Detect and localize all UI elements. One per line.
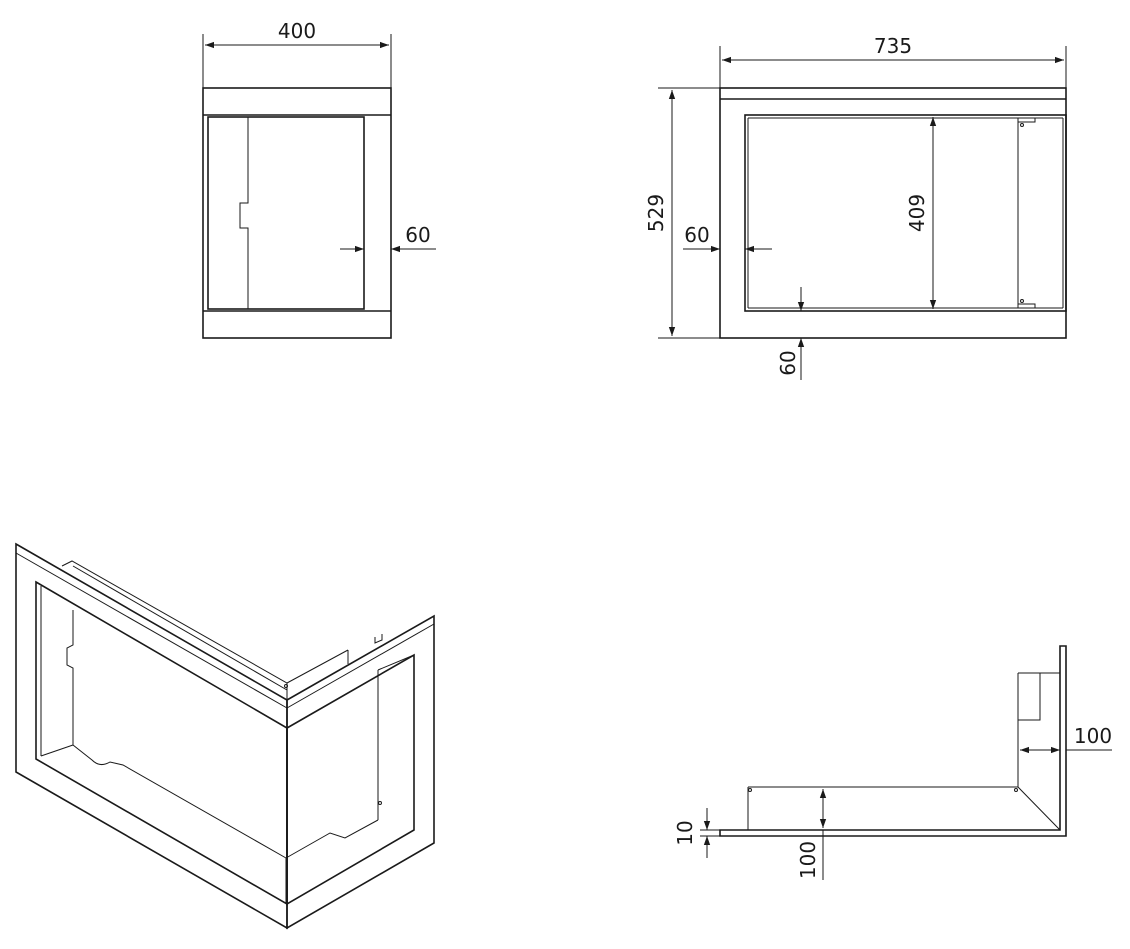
- side-view: 400 60: [202, 19, 436, 339]
- top-thickness-label: 10: [673, 820, 697, 845]
- top-depth-label: 100: [796, 841, 820, 879]
- front-opening-label: 409: [905, 194, 929, 232]
- front-view: 735 529 409 60 60: [644, 34, 1067, 380]
- top-side-depth-label: 100: [1074, 724, 1112, 748]
- front-bottom-frame-label: 60: [776, 350, 800, 375]
- isometric-view: [15, 542, 435, 930]
- front-left-frame-label: 60: [684, 223, 709, 247]
- side-frame-label: 60: [405, 223, 430, 247]
- side-width-label: 400: [278, 19, 316, 43]
- front-height-label: 529: [644, 194, 668, 232]
- front-width-label: 735: [874, 34, 912, 58]
- top-view: 100 100 10: [673, 645, 1112, 880]
